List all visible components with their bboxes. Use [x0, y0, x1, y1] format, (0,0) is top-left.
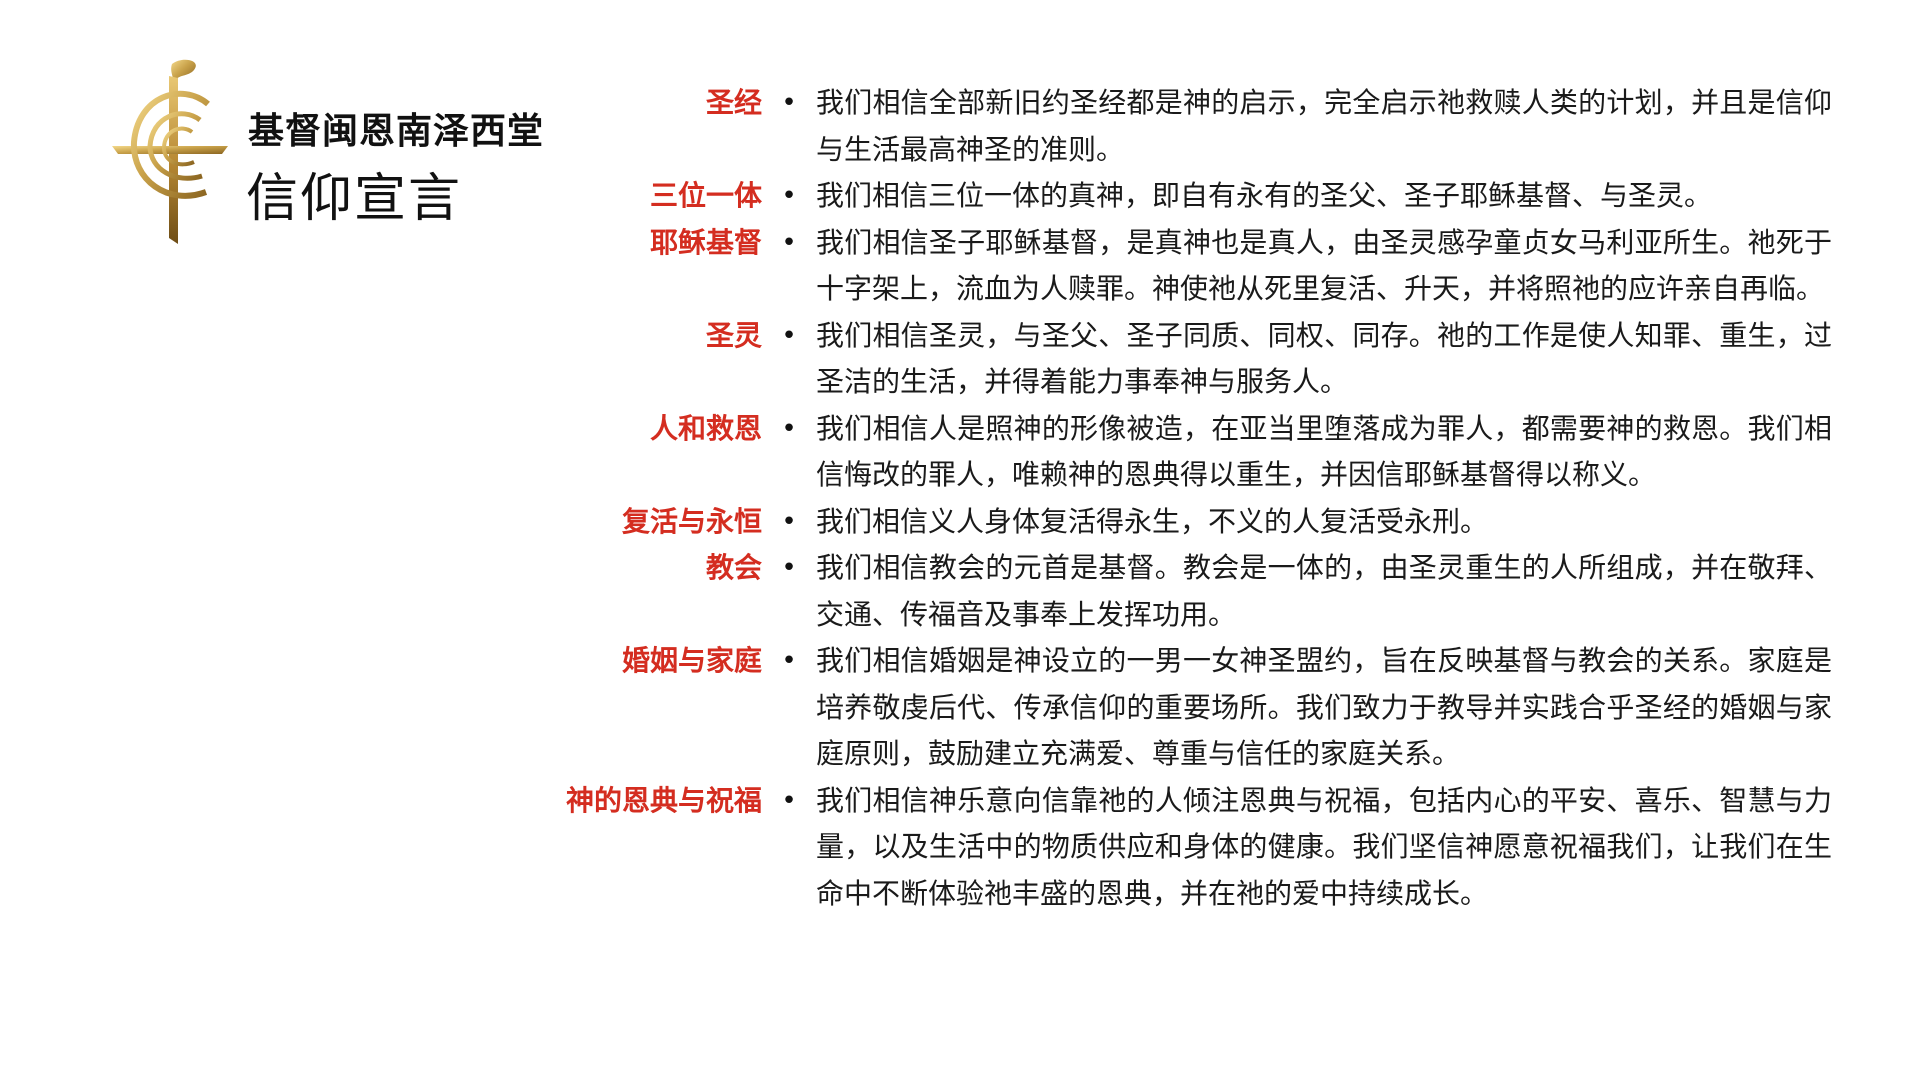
creed-item-church: 教会 • 我们相信教会的元首是基督。教会是一体的，由圣灵重生的人所组成，并在敬拜… — [520, 545, 1860, 638]
creed-item-label: 耶稣基督 — [649, 225, 762, 259]
creed-item-salvation: 人和救恩 • 我们相信人是照神的形像被造，在亚当里堕落成为罪人，都需要神的救恩。… — [520, 406, 1860, 499]
creed-item-text: 我们相信婚姻是神设立的一男一女神圣盟约，旨在反映基督与教会的关系。家庭是培养敬虔… — [816, 644, 1832, 770]
creed-item-resurrection: 复活与永恒 • 我们相信义人身体复活得永生，不义的人复活受永刑。 — [520, 499, 1860, 546]
creed-item-label: 神的恩典与祝福 — [565, 783, 762, 817]
creed-item-label: 复活与永恒 — [621, 504, 762, 538]
creed-item-text: 我们相信神乐意向信靠祂的人倾注恩典与祝福，包括内心的平安、喜乐、智慧与力量，以及… — [816, 783, 1832, 910]
creed-item-jesus-christ: 耶稣基督 • 我们相信圣子耶稣基督，是真神也是真人，由圣灵感孕童贞女马利亚所生。… — [520, 220, 1860, 313]
church-logo-block: 基督闽恩南泽西堂 信仰宣言 — [112, 58, 572, 248]
creed-item-text: 我们相信圣灵，与圣父、圣子同质、同权、同存。祂的工作是使人知罪、重生，过圣洁的生… — [816, 318, 1832, 399]
creed-item-marriage-family: 婚姻与家庭 • 我们相信婚姻是神设立的一男一女神圣盟约，旨在反映基督与教会的关系… — [520, 638, 1860, 778]
bullet-icon: • — [781, 320, 797, 351]
creed-item-text: 我们相信全部新旧约圣经都是神的启示，完全启示祂救赎人类的计划，并且是信仰与生活最… — [816, 86, 1832, 166]
creed-item-text: 我们相信人是照神的形像被造，在亚当里堕落成为罪人，都需要神的救恩。我们相信悔改的… — [816, 411, 1832, 492]
creed-item-trinity: 三位一体 • 我们相信三位一体的真神，即自有永有的圣父、圣子耶稣基督、与圣灵。 — [520, 173, 1860, 220]
bullet-icon: • — [781, 506, 797, 537]
bullet-icon: • — [781, 785, 797, 816]
creed-item-text: 我们相信三位一体的真神，即自有永有的圣父、圣子耶稣基督、与圣灵。 — [816, 179, 1713, 212]
creed-item-text: 我们相信教会的元首是基督。教会是一体的，由圣灵重生的人所组成，并在敬拜、交通、传… — [816, 551, 1832, 631]
church-name: 基督闽恩南泽西堂 — [248, 111, 545, 152]
creed-item-grace-blessing: 神的恩典与祝福 • 我们相信神乐意向信靠祂的人倾注恩典与祝福，包括内心的平安、喜… — [520, 778, 1860, 918]
bullet-icon: • — [781, 88, 797, 118]
creed-item-holy-spirit: 圣灵 • 我们相信圣灵，与圣父、圣子同质、同权、同存。祂的工作是使人知罪、重生，… — [520, 313, 1860, 406]
bullet-icon: • — [781, 181, 797, 211]
creed-item-label: 圣经 — [705, 86, 762, 119]
creed-item-label: 圣灵 — [705, 318, 762, 352]
bullet-icon: • — [781, 413, 797, 444]
bullet-icon: • — [781, 646, 797, 676]
creed-item-label: 婚姻与家庭 — [621, 644, 762, 677]
creed-item-label: 教会 — [705, 551, 762, 584]
bullet-icon: • — [781, 553, 797, 583]
bullet-icon: • — [781, 227, 797, 258]
creed-item-scripture: 圣经 • 我们相信全部新旧约圣经都是神的启示，完全启示祂救赎人类的计划，并且是信… — [520, 80, 1860, 173]
creed-item-text: 我们相信义人身体复活得永生，不义的人复活受永刑。 — [816, 504, 1489, 538]
page-title: 信仰宣言 — [246, 169, 463, 229]
creed-list: 圣经 • 我们相信全部新旧约圣经都是神的启示，完全启示祂救赎人类的计划，并且是信… — [520, 80, 1860, 917]
creed-item-text: 我们相信圣子耶稣基督，是真神也是真人，由圣灵感孕童贞女马利亚所生。祂死于十字架上… — [816, 225, 1832, 306]
creed-item-label: 三位一体 — [649, 179, 762, 212]
church-logo-icon — [112, 59, 228, 244]
creed-item-label: 人和救恩 — [649, 411, 762, 445]
